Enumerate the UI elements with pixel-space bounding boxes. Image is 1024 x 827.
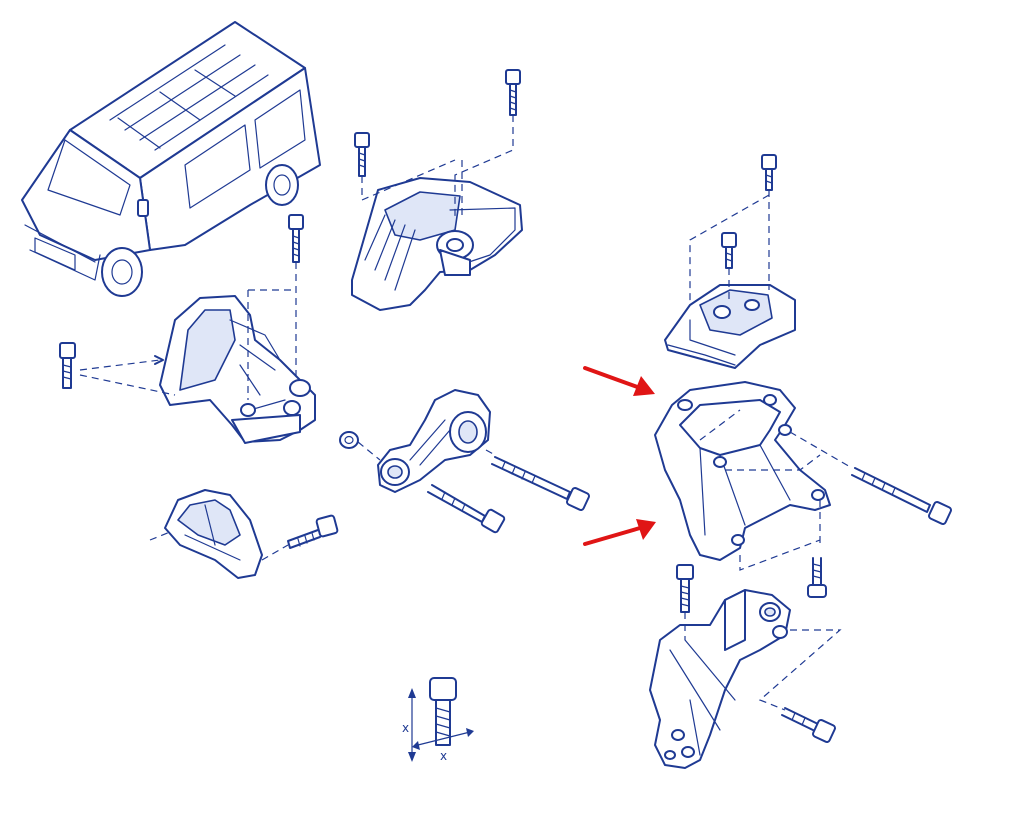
van-illustration (21, 21, 321, 297)
dimension-label-vertical: x (402, 721, 409, 735)
engine-mount-bracket (654, 381, 831, 561)
guide-line (361, 115, 514, 220)
transmission-mount-center (351, 177, 523, 311)
gearbox-mount-right (664, 284, 796, 369)
highlight-arrow-lower (583, 519, 656, 546)
guide-arrowhead (154, 355, 164, 365)
lower-arm-bracket (649, 589, 791, 769)
guide-line (689, 190, 770, 305)
bolt-right-mount-inner (721, 232, 737, 269)
guide-line (789, 431, 853, 469)
bolt-lower-arm-side (781, 707, 836, 743)
bolt-torque-rod-long (491, 456, 590, 511)
guide-line (684, 612, 842, 711)
guide-line (247, 262, 297, 400)
rubber-mount-small (164, 489, 263, 579)
spacer-washer (339, 431, 359, 449)
bolt-center-mount-right (505, 69, 521, 116)
dimension-label-horizontal: x (440, 749, 447, 763)
highlight-arrow-upper (583, 366, 655, 396)
engine-mount-left (159, 295, 316, 444)
guide-line (149, 531, 289, 561)
bolt-small-mount (287, 514, 339, 549)
guide-line (357, 441, 496, 461)
bolt-torque-rod-short (427, 484, 506, 534)
torque-rod (377, 389, 491, 493)
guide-line (699, 409, 821, 571)
bolt-dimension-detail (408, 677, 474, 762)
bolt-center-mount-left (354, 132, 370, 177)
bolt-bracket-lower (807, 557, 827, 598)
bolt-lower-arm-top (676, 564, 694, 613)
bolt-left-mount-top (288, 214, 304, 263)
bolt-bracket-long (851, 467, 952, 525)
bolt-right-mount-top (761, 154, 777, 191)
guide-line (79, 359, 176, 396)
bolt-left-mount-side (59, 342, 76, 389)
